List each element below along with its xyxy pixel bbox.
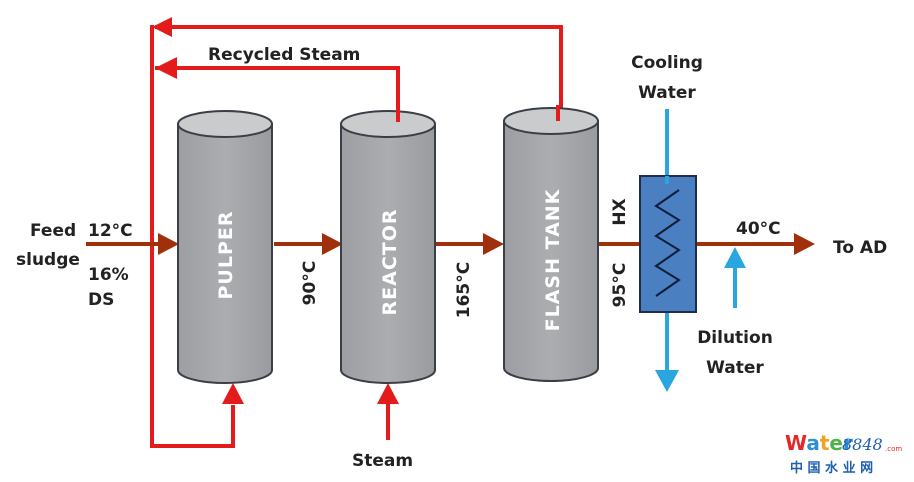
arrowhead-up-icon <box>724 247 746 268</box>
cooling-water-label-line2: Water <box>638 83 696 103</box>
watermark-number: 8848 <box>842 435 883 454</box>
arrowhead-right-icon <box>158 233 179 255</box>
watermark-domain: .com <box>885 445 902 453</box>
watermark-logo: Water 8848 .com 中 国 水 业 网 <box>785 431 902 476</box>
watermark-letter-r: r <box>843 431 853 455</box>
arrowhead-down-icon <box>655 370 679 392</box>
reactor-steam-recycle-line <box>155 57 400 120</box>
flash-steam-recycle-line <box>152 17 563 115</box>
flash-tank-vessel: FLASH TANK <box>503 105 599 382</box>
watermark-letter-a: a <box>806 431 820 455</box>
pulper-out-temp-label: 90°C <box>300 261 320 306</box>
reactor-to-flash-flow <box>436 233 504 255</box>
arrowhead-right-icon <box>322 233 343 255</box>
flash-tank-label: FLASH TANK <box>542 188 564 331</box>
watermark-letter-e: e <box>829 431 843 455</box>
watermark-letter-t: t <box>820 431 830 455</box>
reactor-vessel: REACTOR <box>340 110 436 384</box>
feed-temp-label: 12°C <box>88 221 133 241</box>
dilution-water-label-line2: Water <box>706 358 764 378</box>
cooling-water-label-line1: Cooling <box>631 53 703 73</box>
arrowhead-right-icon <box>483 233 504 255</box>
feed-ds-line1: 16% <box>88 265 129 285</box>
heat-exchanger-coil-icon <box>654 189 681 297</box>
arrowhead-left-icon <box>152 17 172 37</box>
hx-label: HX <box>610 198 630 225</box>
feed-ds-line2: DS <box>88 290 114 310</box>
pulper-vessel: PULPER <box>177 110 273 384</box>
steam-label: Steam <box>352 451 413 471</box>
hx-to-ad-flow <box>697 233 815 255</box>
arrowhead-right-icon <box>794 233 815 255</box>
flash-out-temp-label: 95°C <box>610 263 630 308</box>
feed-sludge-flow <box>86 233 179 255</box>
cooling-water-flow <box>655 109 679 392</box>
live-steam-inlet-line <box>377 383 399 440</box>
heat-exchanger: HX <box>610 175 697 313</box>
arrowhead-left-icon <box>155 57 177 79</box>
svg-text:Water: Water <box>785 431 853 455</box>
feed-label-line1: Feed <box>30 221 76 241</box>
watermark-chinese: 中 国 水 业 网 <box>790 460 873 476</box>
reactor-label: REACTOR <box>379 208 401 315</box>
recycled-steam-label: Recycled Steam <box>208 45 360 65</box>
feed-label-line2: sludge <box>16 250 80 270</box>
to-ad-label: To AD <box>833 238 887 258</box>
reactor-out-temp-label: 165°C <box>454 262 474 318</box>
pulper-to-reactor-flow <box>274 233 343 255</box>
dilution-water-flow <box>724 247 746 308</box>
arrowhead-up-icon <box>377 383 399 404</box>
dilution-water-label-line1: Dilution <box>697 328 773 348</box>
pulper-label: PULPER <box>215 211 237 300</box>
out-temp-label: 40°C <box>736 219 781 239</box>
watermark-letter-w: W <box>785 431 807 455</box>
steam-recycle-to-pulper-line <box>150 25 244 448</box>
arrowhead-up-icon <box>222 383 244 404</box>
